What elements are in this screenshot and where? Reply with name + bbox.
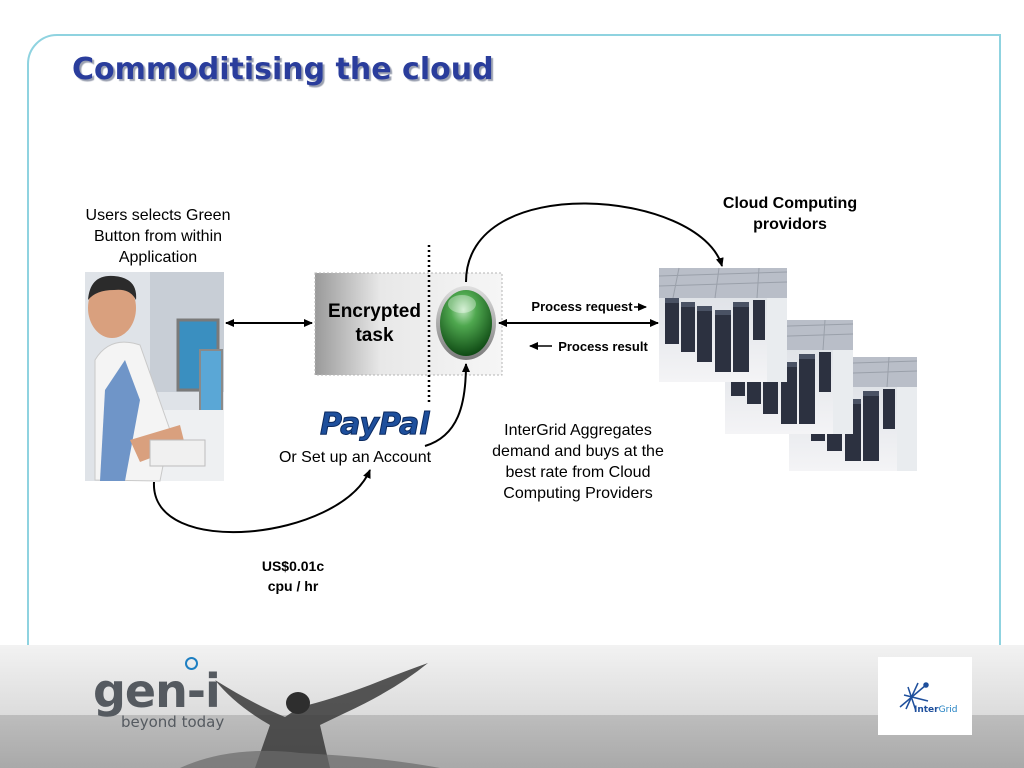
intergrid-logo-text: InterGrid	[914, 705, 958, 715]
footer-sky	[0, 645, 1024, 715]
gen-i-tagline: beyond today	[121, 713, 225, 731]
cloud-caption: Cloud Computing providors	[705, 193, 875, 235]
encrypted-task-line-2: task	[355, 325, 394, 346]
doctor-photo	[85, 272, 224, 482]
user-caption-line-1: Users selects Green	[85, 207, 231, 224]
footer: gen-i beyond today	[0, 645, 1024, 768]
paypal-logo-text: PayPal	[320, 407, 430, 442]
intergrid-logo-icon	[899, 682, 929, 712]
encrypted-task-label: Encrypted task	[318, 300, 431, 348]
cloud-caption-line-1: Cloud Computing	[722, 195, 858, 212]
aggregate-caption-line-1: InterGrid Aggregates	[504, 422, 652, 439]
paypal-caption: Or Set up an Account	[278, 449, 432, 466]
aggregate-caption-line-4: Computing Providers	[503, 485, 653, 502]
user-caption-line-3: Application	[118, 249, 198, 266]
process-request-label: Process request	[531, 299, 633, 314]
price-line-2: cpu / hr	[267, 578, 319, 594]
gen-i-logo: gen-i beyond today	[93, 657, 225, 731]
aggregate-caption-line-3: best rate from Cloud	[505, 464, 651, 481]
footer-figure	[180, 663, 440, 768]
green-button-icon[interactable]	[436, 286, 496, 360]
process-result-label: Process result	[558, 339, 648, 354]
intergrid-logo-grid: Grid	[938, 705, 958, 715]
price-line-1: US$0.01c	[261, 558, 325, 574]
paypal-logo: PayPal PayPal	[318, 405, 433, 445]
gen-i-logo-text: gen-i	[93, 664, 221, 718]
intergrid-logo: InterGrid	[878, 657, 972, 735]
footer-sea	[0, 715, 1024, 768]
encrypted-task-line-1: Encrypted	[328, 301, 421, 322]
gen-i-dot-icon	[185, 657, 198, 670]
aggregate-caption-line-2: demand and buys at the	[492, 443, 664, 460]
intergrid-logo-inter: Inter	[914, 705, 939, 715]
cloud-caption-line-2: providors	[753, 216, 827, 233]
server-room-photo	[658, 267, 788, 383]
price-label: US$0.01c cpu / hr	[240, 556, 346, 596]
user-caption-line-2: Button from within	[93, 228, 223, 245]
aggregate-caption: InterGrid Aggregates demand and buys at …	[478, 420, 678, 504]
paypal-logo-outline: PayPal	[320, 407, 430, 442]
slide-title: Commoditising the cloud	[72, 52, 494, 87]
user-caption: Users selects Green Button from within A…	[68, 205, 248, 268]
